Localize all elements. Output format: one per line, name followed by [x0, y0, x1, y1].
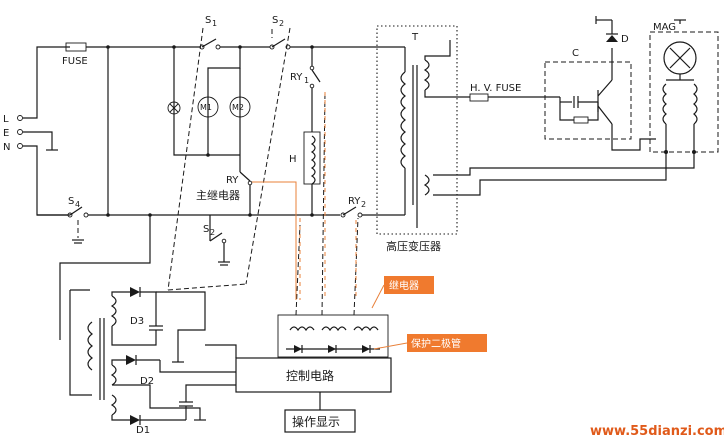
- fuse-label: FUSE: [62, 56, 88, 67]
- ry2-contact: RY 2: [340, 196, 366, 218]
- t-label: T: [411, 32, 419, 43]
- diode-d3: D3: [111, 287, 206, 363]
- magnetron: MAG: [649, 19, 719, 154]
- s2-label: S: [272, 15, 278, 26]
- control-circuit: 控制电路: [235, 357, 392, 393]
- c-label: C: [572, 48, 579, 59]
- lamp-motor-branch: M1 M2: [167, 47, 251, 157]
- mag-label: MAG: [653, 22, 676, 33]
- hv-transformer-label: 高压变压器: [386, 239, 441, 253]
- s4-label: S: [68, 196, 74, 207]
- ry1-label: RY: [290, 72, 303, 83]
- svg-text:1: 1: [212, 19, 217, 28]
- ry2-label: RY: [348, 196, 361, 207]
- hv-fuse-label: H. V. FUSE: [470, 83, 521, 94]
- diode-d1: D1: [111, 384, 236, 436]
- svg-text:1: 1: [304, 76, 309, 85]
- svg-text:2: 2: [361, 200, 366, 209]
- operation-display-label: 操作显示: [292, 414, 340, 429]
- relay-callout-label: 继电器: [389, 279, 419, 292]
- m2-label: M2: [232, 103, 244, 112]
- main-relay-contact: RY 主继电器: [196, 155, 253, 215]
- h-label: H: [289, 154, 297, 165]
- operation-display: 操作显示: [284, 392, 356, 433]
- hv-transformer: T 高压变压器: [376, 25, 458, 253]
- main-relay-label: 主继电器: [196, 189, 240, 202]
- hv-capacitor: C: [544, 48, 632, 140]
- switch-s4: S 4: [67, 196, 89, 244]
- diode-d2: D2: [111, 355, 206, 421]
- label-n: N: [3, 142, 10, 153]
- svg-text:2: 2: [210, 228, 215, 237]
- d3-label: D3: [130, 316, 144, 327]
- control-circuit-label: 控制电路: [286, 368, 334, 383]
- switch-s1: S 1: [199, 15, 221, 50]
- power-input: L E N: [3, 46, 70, 216]
- diode-callout-label: 保护二极管: [411, 337, 461, 350]
- svg-text:4: 4: [75, 200, 80, 209]
- d1-label: D1: [136, 425, 150, 436]
- diode-callout: 保护二极管: [373, 334, 487, 352]
- svg-text:2: 2: [279, 19, 284, 28]
- relay-callout: 继电器: [371, 276, 434, 309]
- s1-label: S: [205, 15, 211, 26]
- d-label: D: [621, 34, 629, 45]
- d2-label: D2: [140, 376, 154, 387]
- ry-main-label: RY: [226, 175, 239, 186]
- label-e: E: [3, 128, 9, 139]
- hv-fuse: H. V. FUSE: [469, 83, 521, 102]
- s2b-label: S: [203, 224, 209, 235]
- ry1-heater-branch: RY 1 H: [289, 47, 321, 215]
- m1-label: M1: [200, 103, 212, 112]
- lv-transformer: [87, 295, 117, 416]
- hv-diode: D: [595, 16, 629, 62]
- relay-coils: [277, 314, 389, 358]
- label-l: L: [3, 114, 9, 125]
- watermark: www.55dianzi.com: [590, 424, 724, 439]
- main-fuse: FUSE: [62, 42, 88, 67]
- switch-s2-lower: S 2: [203, 215, 230, 266]
- switch-s2-top: S 2: [269, 15, 291, 50]
